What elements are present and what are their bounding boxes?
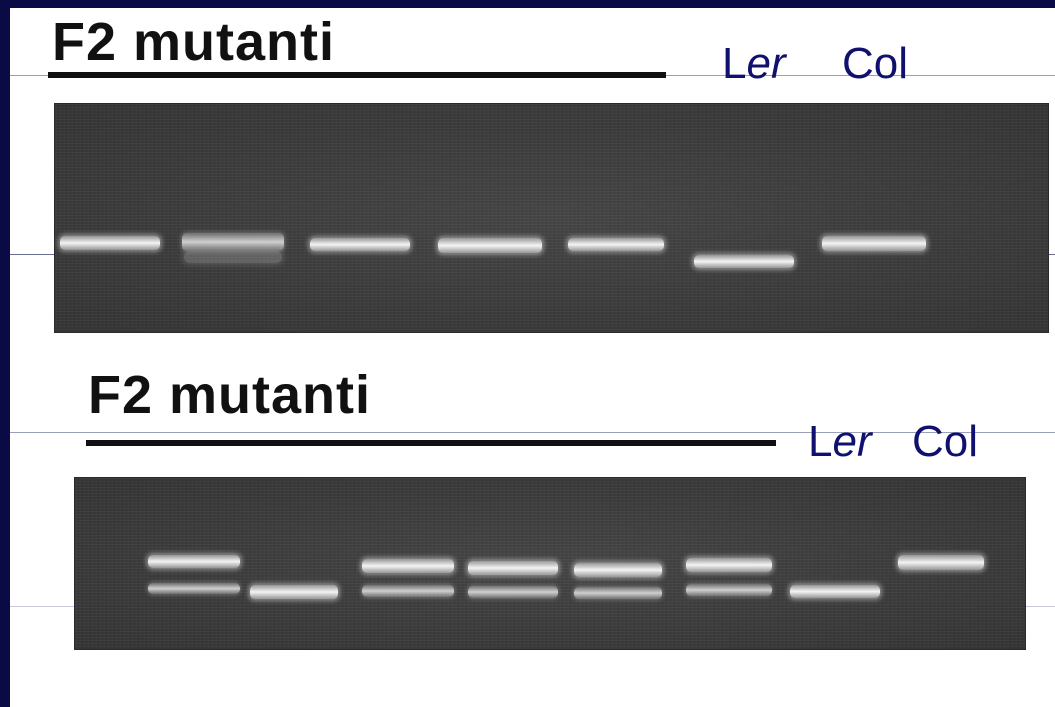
gel-band <box>686 584 772 596</box>
gel-band <box>468 586 558 598</box>
slide-frame-top <box>0 0 1055 8</box>
slide-frame-left <box>0 0 10 707</box>
gel-band <box>362 585 454 597</box>
ler-italic: er <box>832 417 872 466</box>
guide-line <box>10 432 1055 433</box>
gel-band <box>362 559 454 573</box>
ler-italic: er <box>746 39 786 88</box>
gel-band <box>60 236 160 250</box>
panel-title-bottom: F2 mutanti <box>88 365 372 425</box>
lane-label-col-bottom: Col <box>912 417 979 466</box>
gel-band <box>790 585 880 598</box>
panel-title-top: F2 mutanti <box>52 12 336 72</box>
gel-band <box>468 561 558 575</box>
title-underline-top <box>48 72 666 78</box>
ler-prefix: L <box>808 417 833 466</box>
lane-label-ler-top: Ler <box>722 40 786 88</box>
gel-band <box>310 238 410 251</box>
gel-band <box>574 563 662 577</box>
lane-label-col-top: Col <box>842 39 909 88</box>
gel-band <box>148 583 240 594</box>
ler-prefix: L <box>722 39 747 88</box>
gel-band <box>148 555 240 568</box>
gel-band <box>438 238 542 253</box>
gel-band <box>182 233 284 251</box>
gel-band <box>686 558 772 572</box>
gel-band <box>822 236 926 251</box>
gel-band <box>574 587 662 599</box>
gel-band <box>250 585 338 599</box>
gel-band <box>568 238 664 251</box>
gel-band <box>694 255 794 268</box>
gel-band <box>898 555 984 570</box>
gel-image-top <box>54 103 1049 333</box>
lane-label-ler-bottom: Ler <box>808 418 872 466</box>
title-underline-bottom <box>86 440 776 446</box>
gel-image-bottom <box>74 477 1026 650</box>
gel-band-smear <box>184 251 282 263</box>
